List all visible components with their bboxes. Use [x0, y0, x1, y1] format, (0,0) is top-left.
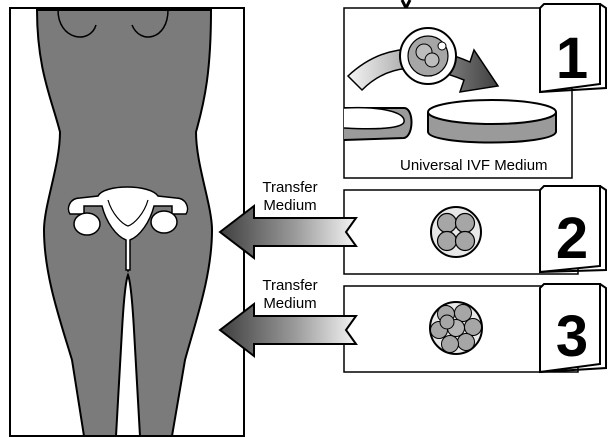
stage-3-number-tag: 3 [540, 284, 606, 372]
title-fragment [402, 0, 410, 8]
transfer-label-3-line1: Transfer [262, 277, 317, 294]
transfer-label-3-line2: Medium [263, 295, 316, 312]
embryo-zygote-icon [400, 28, 456, 84]
culture-dish-right [428, 100, 556, 143]
stage-3-number: 3 [556, 304, 588, 369]
transfer-label-2-line2: Medium [263, 197, 316, 214]
stage-2-number-tag: 2 [540, 186, 606, 272]
transfer-label-2-line1: Transfer [262, 179, 317, 196]
culture-dish-left [344, 108, 412, 140]
stage-1-number: 1 [556, 26, 588, 91]
embryo-4-cell-icon [431, 207, 481, 257]
body-panel [10, 8, 244, 436]
stage-2-number: 2 [556, 206, 588, 271]
stage-1-panel: Universal IVF Medium [344, 8, 572, 178]
universal-ivf-medium-label: Universal IVF Medium [400, 157, 548, 174]
embryo-8-cell-icon [430, 302, 482, 354]
stage-1-number-tag: 1 [540, 4, 606, 92]
